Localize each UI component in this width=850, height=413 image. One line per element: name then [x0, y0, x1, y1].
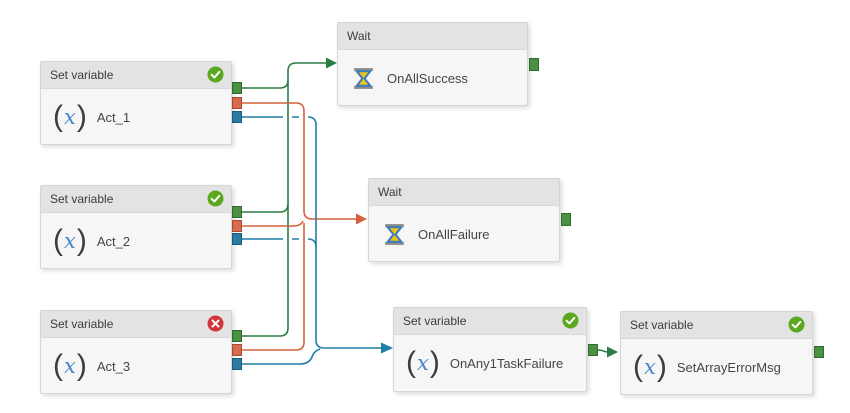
- activity-name: OnAny1TaskFailure: [449, 355, 564, 371]
- activity-node-act-2[interactable]: Set variable ( x ) Act_2: [40, 185, 232, 269]
- arrowhead-onallfailure: [356, 213, 367, 225]
- activity-node-act-1[interactable]: Set variable ( x ) Act_1: [40, 61, 232, 145]
- connector-act-1-completion[interactable]: [242, 116, 381, 349]
- node-type-label: Set variable: [403, 314, 467, 328]
- activity-node-onany1taskfailure[interactable]: Set variable ( x ) OnAny1TaskFailure: [393, 307, 587, 392]
- node-body: ( x ) Act_1: [41, 89, 231, 145]
- node-body: OnAllFailure: [369, 206, 559, 262]
- activity-name: Act_3: [96, 358, 131, 374]
- arrowhead-onallsuccess: [326, 57, 337, 69]
- node-header: Set variable: [41, 62, 231, 89]
- set-variable-icon: ( x ): [406, 346, 440, 379]
- port-success-onallsuccess[interactable]: [529, 58, 539, 71]
- activity-node-act-3[interactable]: Set variable ( x ) Act_3: [40, 310, 232, 394]
- activity-name: Act_2: [96, 233, 131, 249]
- node-body: OnAllSuccess: [338, 50, 527, 106]
- node-body: ( x ) Act_3: [41, 338, 231, 394]
- node-body: ( x ) SetArrayErrorMsg: [621, 339, 812, 395]
- arrowhead-setarrayerrormsg: [607, 346, 618, 358]
- port-success-setarrayerrormsg[interactable]: [814, 346, 824, 358]
- connector-act-2-completion[interactable]: [242, 238, 317, 248]
- set-variable-icon: ( x ): [633, 350, 667, 383]
- connector-act-1-failure[interactable]: [242, 102, 356, 220]
- node-body: ( x ) Act_2: [41, 213, 231, 269]
- node-header: Set variable: [41, 186, 231, 213]
- port-success-act-1[interactable]: [232, 82, 242, 94]
- port-success-act-2[interactable]: [232, 206, 242, 218]
- port-success-act-3[interactable]: [232, 330, 242, 342]
- succeeded-badge-icon: [207, 66, 224, 83]
- node-header: Set variable: [41, 311, 231, 338]
- port-failure-act-1[interactable]: [232, 97, 242, 109]
- node-header: Set variable: [621, 312, 812, 339]
- connector-act-3-failure[interactable]: [242, 223, 305, 351]
- port-failure-act-2[interactable]: [232, 220, 242, 232]
- activity-name: OnAllFailure: [418, 226, 490, 242]
- port-failure-act-3[interactable]: [232, 344, 242, 356]
- port-completion-act-2[interactable]: [232, 233, 242, 245]
- set-variable-icon: ( x ): [53, 224, 87, 257]
- wait-hourglass-icon: [385, 223, 404, 245]
- activity-name: SetArrayErrorMsg: [676, 359, 781, 375]
- node-type-label: Set variable: [50, 317, 114, 331]
- succeeded-badge-icon: [562, 312, 579, 329]
- set-variable-icon: ( x ): [53, 349, 87, 382]
- port-completion-act-1[interactable]: [232, 111, 242, 123]
- node-type-label: Set variable: [50, 68, 114, 82]
- activity-name: OnAllSuccess: [387, 70, 468, 86]
- wait-hourglass-icon: [354, 67, 373, 89]
- connector-act-1-success[interactable]: [242, 79, 289, 89]
- connector-act-2-failure[interactable]: [242, 220, 304, 227]
- node-type-label: Set variable: [50, 192, 114, 206]
- activity-node-setarrayerrormsg[interactable]: Set variable ( x ) SetArrayErrorMsg: [620, 311, 813, 395]
- set-variable-icon: ( x ): [53, 100, 87, 133]
- connector-act-3-success[interactable]: [242, 62, 326, 337]
- succeeded-badge-icon: [788, 316, 805, 333]
- node-header: Wait: [369, 179, 559, 206]
- activity-name: Act_1: [96, 109, 131, 125]
- port-success-onany1taskfailure[interactable]: [588, 344, 598, 356]
- node-type-label: Set variable: [630, 318, 694, 332]
- activity-node-onallfailure[interactable]: Wait OnAllFailure: [368, 178, 560, 262]
- failed-badge-icon: [207, 315, 224, 332]
- node-header: Set variable: [394, 308, 586, 335]
- node-type-label: Wait: [378, 185, 402, 199]
- arrowhead-onany1taskfailure: [381, 342, 393, 354]
- node-header: Wait: [338, 23, 527, 50]
- activity-node-onallsuccess[interactable]: Wait OnAllSuccess: [337, 22, 528, 106]
- connector-act-3-completion[interactable]: [242, 348, 321, 365]
- node-body: ( x ) OnAny1TaskFailure: [394, 335, 586, 391]
- succeeded-badge-icon: [207, 190, 224, 207]
- connector-onany1taskfailure-success[interactable]: [597, 349, 609, 353]
- port-success-onallfailure[interactable]: [561, 213, 571, 226]
- node-type-label: Wait: [347, 29, 371, 43]
- port-completion-act-3[interactable]: [232, 358, 242, 370]
- connector-act-2-success[interactable]: [242, 203, 289, 213]
